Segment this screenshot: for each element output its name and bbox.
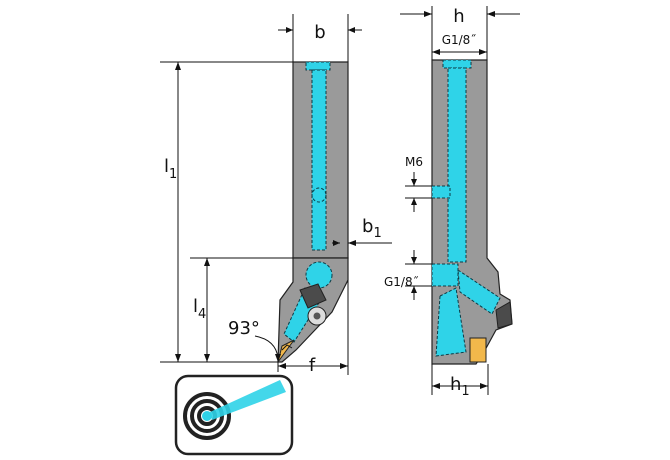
side-insert	[469, 337, 487, 363]
coolant-chamber	[305, 261, 333, 289]
label-h: h	[453, 6, 464, 27]
coolant-channel	[311, 69, 327, 251]
screw-center	[313, 312, 321, 320]
side-coolant-inlet	[442, 59, 472, 69]
side-view: h G1/8˝ M6 G1/8˝ h1	[384, 6, 520, 399]
insert-edge	[281, 344, 293, 351]
label-g18-side: G1/8˝	[384, 275, 419, 289]
label-b: b	[314, 22, 325, 43]
side-coolant-channel	[447, 67, 467, 263]
label-l4: l4	[193, 296, 206, 322]
side-nozzle-1	[457, 269, 501, 315]
side-nozzle-2	[435, 287, 467, 357]
clamp	[299, 283, 327, 309]
label-h1: h1	[450, 374, 470, 399]
label-m6: M6	[405, 155, 423, 169]
cross-bore	[311, 187, 327, 203]
label-f: f	[309, 355, 316, 376]
m6-port	[431, 185, 451, 199]
label-b1: b1	[362, 216, 382, 241]
front-view: b l1 l4 b1 93° f	[160, 14, 392, 376]
coolant-inlet	[305, 61, 331, 71]
label-l1: l1	[164, 156, 177, 182]
label-angle: 93°	[228, 318, 260, 339]
g18-port	[431, 263, 459, 287]
label-g18-top: G1/8˝	[442, 33, 477, 47]
side-clamp	[495, 301, 513, 329]
coolant-jet	[210, 380, 286, 420]
coolant-target-icon	[174, 374, 294, 456]
